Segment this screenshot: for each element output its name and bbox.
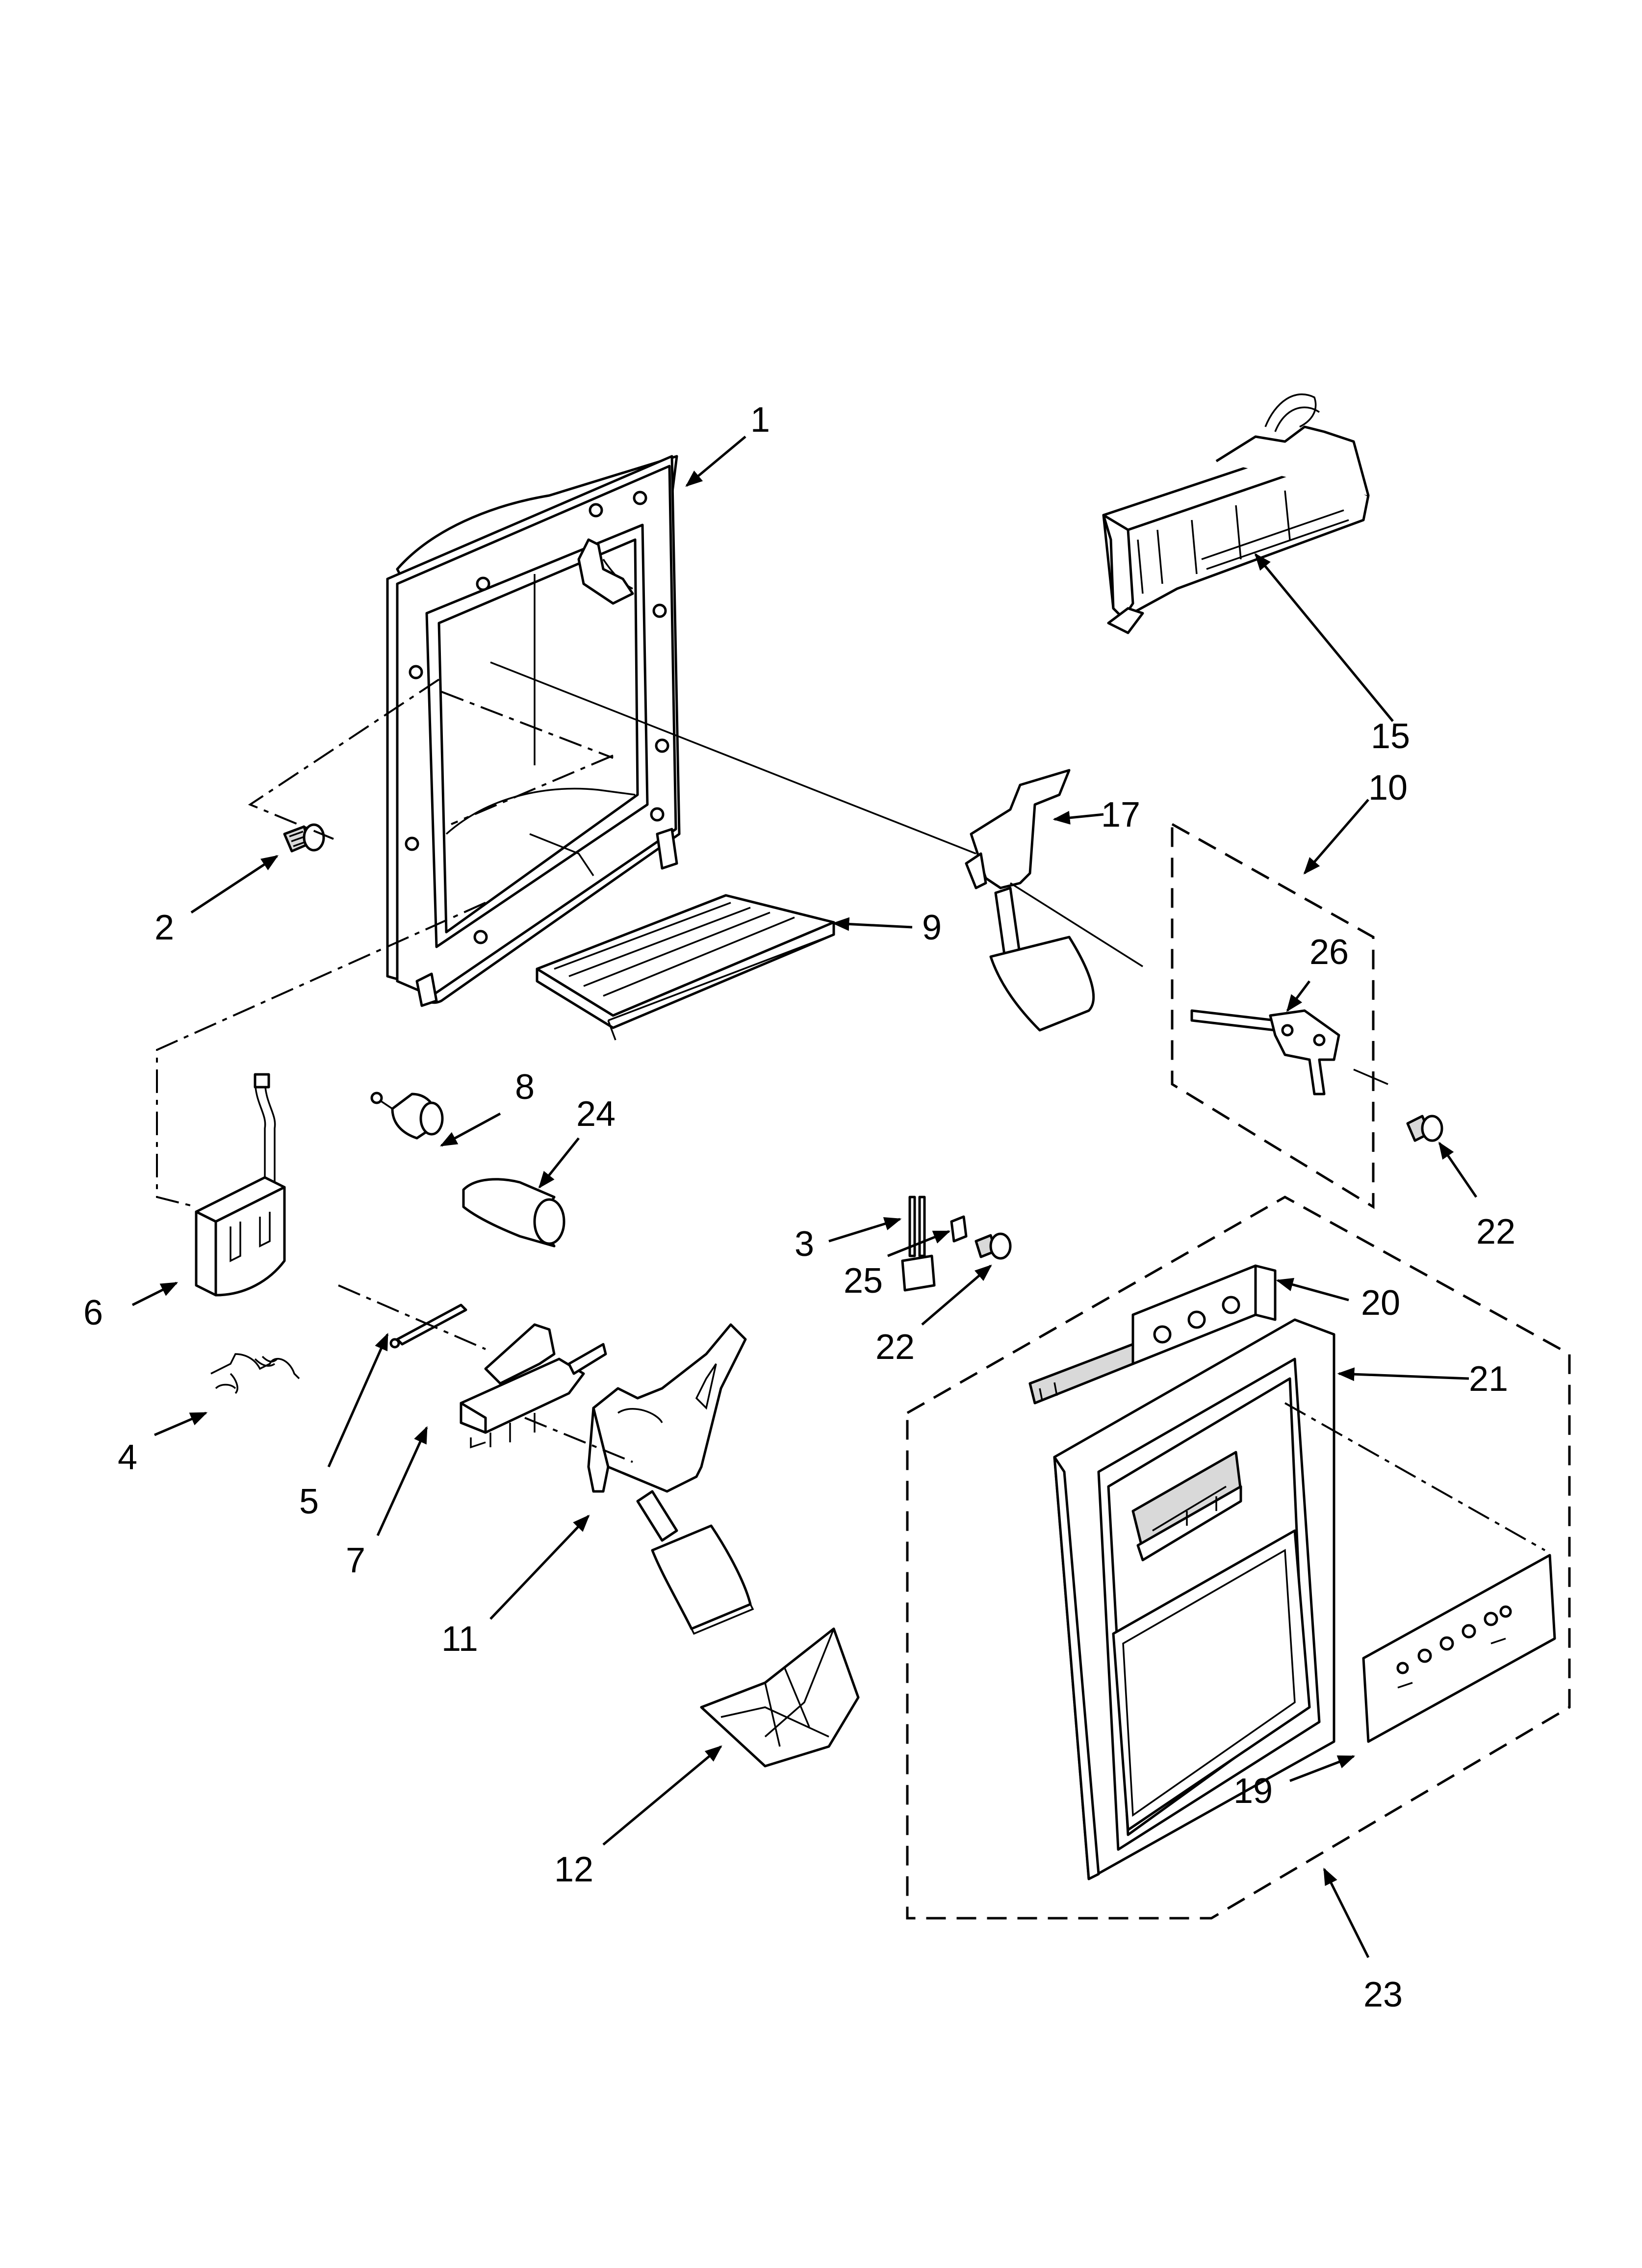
part-1-housing-frame [386,455,681,1007]
part-7-actuator [460,1323,607,1449]
callout-7: 7 [346,1541,365,1580]
callout-1: 1 [750,400,770,440]
callout-9: 9 [922,908,942,947]
callout-arrows [131,436,1478,1958]
callout-5: 5 [299,1482,319,1521]
callout-15: 15 [1371,717,1410,756]
leader-lines [156,661,1571,1920]
callout-2: 2 [154,908,174,947]
callout-11: 11 [441,1619,478,1659]
callout-21: 21 [1469,1359,1508,1399]
part-5-pin [389,1303,467,1349]
callout-25: 25 [844,1261,883,1301]
part-9-drip-tray [536,894,835,1041]
callout-8: 8 [515,1068,535,1107]
part-22-screw-right [1406,1115,1443,1142]
part-3-clip [901,1196,936,1292]
part-11-water-paddle [587,1323,754,1635]
part-4-spring [210,1353,300,1394]
callout-4: 4 [118,1438,137,1477]
callout-10: 10 [1368,768,1408,808]
part-21-escutcheon [1053,1318,1335,1880]
part-26-bracket [1190,1009,1388,1095]
callout-24: 24 [576,1095,616,1134]
callout-17: 17 [1101,795,1140,834]
part-25-small-clip [950,1215,968,1243]
callout-19: 19 [1233,1772,1273,1811]
callout-12: 12 [554,1850,593,1889]
part-12-chute-cup [700,1627,860,1768]
part-19-control-panel [1362,1554,1556,1743]
part-6-switch [195,1073,286,1297]
callout-numbers: 1 2 3 4 5 6 7 8 9 10 11 12 15 17 19 20 2… [83,400,1515,2014]
part-24-cover [462,1178,565,1248]
part-15-control-module [1102,393,1370,634]
callout-3: 3 [795,1225,814,1264]
callout-22-center: 22 [875,1328,915,1367]
callout-26: 26 [1309,933,1349,972]
callout-20: 20 [1361,1283,1400,1323]
callout-22-right: 22 [1476,1212,1515,1251]
callout-6: 6 [83,1293,103,1332]
part-22-screw-center [975,1232,1012,1260]
part-2-screw [283,823,325,853]
part-20-bracket-plate [1028,1264,1277,1405]
part-8-solenoid [370,1092,444,1140]
part-17-ice-lever [965,769,1095,1032]
callout-23: 23 [1363,1975,1403,2014]
